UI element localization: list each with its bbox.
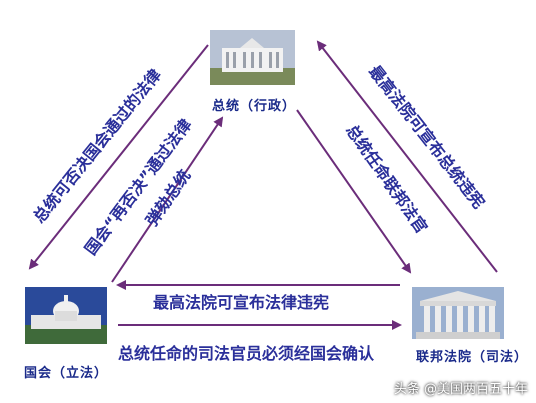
arrow-president-to-congress — [28, 44, 209, 270]
federal-court-judicial-label: 联邦法院（司法） — [416, 350, 529, 365]
arrow-court-to-president — [316, 40, 498, 273]
arrow-president-to-court — [296, 109, 412, 274]
white-house-image — [210, 30, 295, 85]
capitol-image — [25, 287, 107, 344]
court-rule-law-unconstitutional-label: 最高法院可宣布法律违宪 — [153, 293, 330, 312]
watermark: 头条 @美国两百五十年 — [393, 382, 528, 397]
president-executive-label: 总统（行政） — [212, 99, 297, 114]
supreme-court-image — [412, 287, 504, 339]
arrow-congress-to-president — [111, 116, 224, 283]
senate-confirm-judges-label: 总统任命的司法官员必须经国会确认 — [118, 344, 375, 363]
congress-legislative-label: 国会（立法） — [24, 366, 109, 381]
